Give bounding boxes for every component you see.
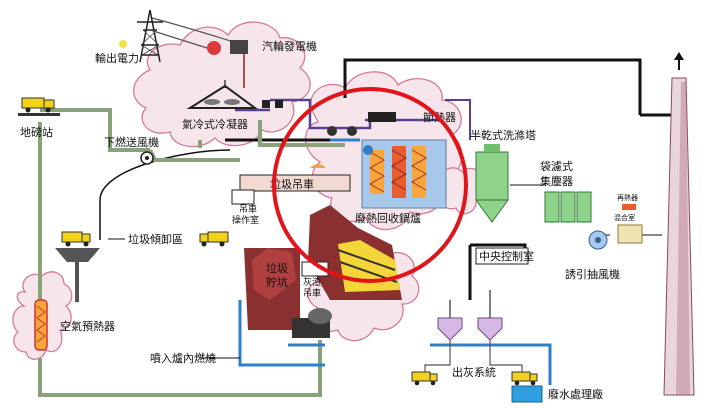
label-wastewater-plant: 廢水處理廠 bbox=[548, 387, 603, 401]
scrubber bbox=[475, 144, 509, 223]
mixing-chamber-block bbox=[617, 224, 643, 244]
tipping-platform bbox=[55, 248, 100, 262]
truck-icon bbox=[18, 97, 60, 116]
generator-icon bbox=[149, 29, 248, 55]
label-air-cooled-condenser: 氣冷式冷凝器 bbox=[182, 117, 248, 131]
label-forced-draft-fan: 下燃送風機 bbox=[104, 135, 159, 149]
label-crane-1: 吊車 bbox=[239, 203, 257, 215]
label-waste-pit-1: 垃圾 bbox=[266, 261, 288, 275]
label-heat-recovery-boiler: 廢熱回收鍋爐 bbox=[355, 211, 421, 225]
waste-crane-rail bbox=[239, 174, 351, 192]
label-baghouse-1: 袋濾式 bbox=[540, 159, 573, 173]
waste-pit bbox=[244, 248, 300, 330]
label-crane-2: 操作室 bbox=[232, 214, 259, 226]
truck-icon bbox=[511, 371, 538, 386]
label-waste-crane: 垃圾吊車 bbox=[270, 177, 314, 191]
reheater-block bbox=[622, 204, 636, 210]
highlight-circle bbox=[272, 87, 468, 283]
arrow-up-icon bbox=[674, 52, 684, 70]
label-inject-to-furnace: 噴入爐內燃燒 bbox=[150, 351, 216, 365]
tipping-post bbox=[75, 262, 79, 302]
ash-hoppers bbox=[437, 290, 503, 341]
fan-icon bbox=[140, 151, 154, 165]
baghouse bbox=[544, 191, 592, 223]
ash-pile bbox=[308, 308, 332, 324]
control-room-box bbox=[475, 247, 529, 265]
label-central-control-room: 中央控制室 bbox=[479, 249, 534, 263]
label-waste-pit-2: 貯坑 bbox=[266, 275, 288, 289]
truck-icon bbox=[199, 231, 229, 247]
economizer-block bbox=[374, 114, 396, 122]
label-power-output: 輸出電力 bbox=[95, 51, 139, 65]
label-reheater: 再熱器 bbox=[617, 193, 638, 202]
preheater-icon bbox=[34, 299, 48, 351]
label-weighbridge: 地磅站 bbox=[20, 125, 53, 139]
truck-icon bbox=[61, 231, 91, 247]
power-bulb-icon bbox=[119, 40, 127, 48]
label-ash-crane-2: 吊車 bbox=[303, 287, 321, 299]
cloud-top bbox=[133, 21, 311, 148]
label-semi-dry-scrubber: 半乾式洗滌塔 bbox=[470, 128, 536, 142]
label-air-preheater: 空氣預熱器 bbox=[60, 319, 115, 333]
label-ash-system: 出灰系統 bbox=[452, 365, 496, 379]
label-ash-crane-1: 灰渣 bbox=[303, 276, 321, 288]
label-mixing-chamber: 混合室 bbox=[614, 213, 635, 222]
label-waste-hopper: 垃圾傾卸區 bbox=[128, 232, 183, 246]
label-baghouse-2: 集塵器 bbox=[540, 174, 573, 188]
label-turbine-generator: 汽輪發電機 bbox=[262, 39, 317, 53]
lamp-icon bbox=[310, 164, 326, 168]
condenser-icon bbox=[186, 84, 259, 109]
label-induced-draft-fan: 誘引抽風機 bbox=[565, 267, 620, 281]
id-fan-icon bbox=[588, 230, 608, 250]
crane-cab bbox=[231, 189, 255, 205]
truck-icon bbox=[411, 371, 438, 386]
chimney-icon bbox=[663, 77, 695, 396]
boiler bbox=[361, 139, 447, 209]
wastewater-tank bbox=[511, 385, 543, 403]
